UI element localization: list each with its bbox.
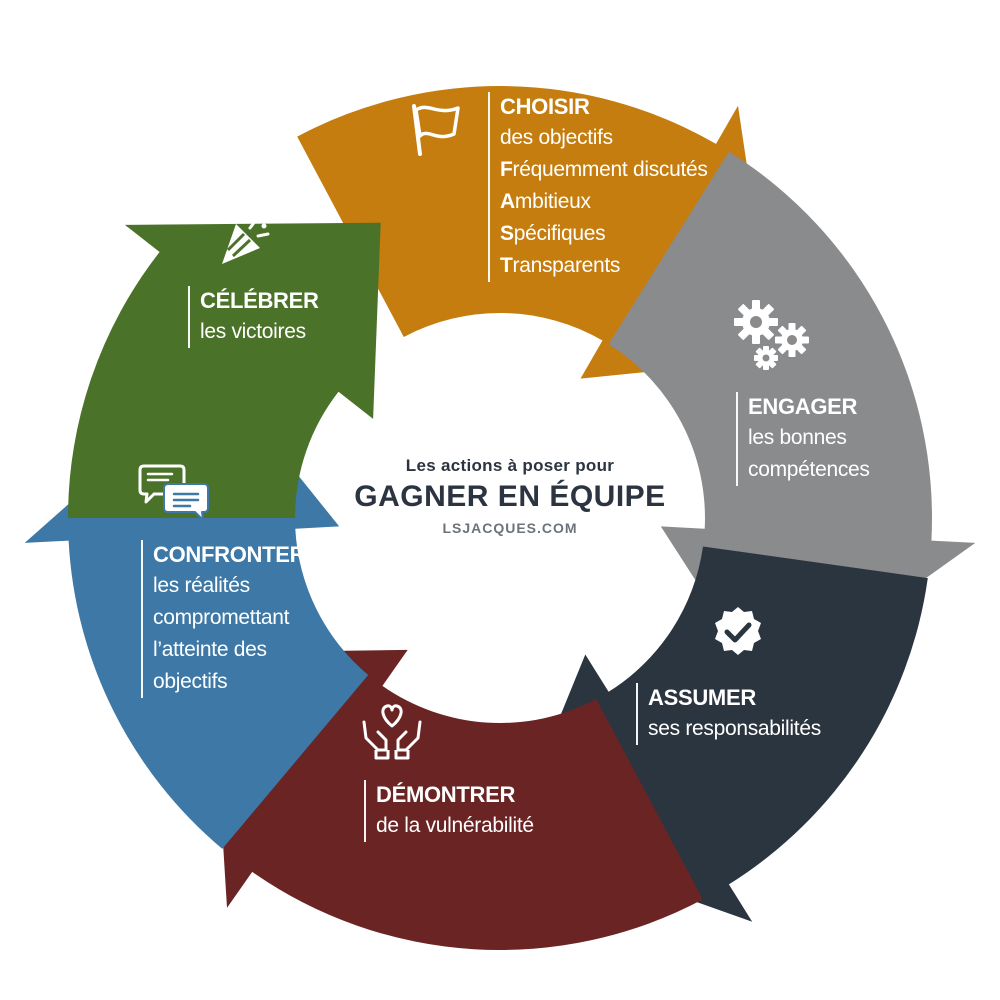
segment-title-engager: ENGAGER [748, 394, 858, 419]
segment-title-celebrer: CÉLÉBRER [200, 288, 319, 313]
segment-label-demontrer: DÉMONTRER de la vulnérabilité [364, 780, 534, 842]
segment-title-assumer: ASSUMER [648, 685, 756, 710]
segment-title-demontrer: DÉMONTRER [376, 782, 516, 807]
segment-line: ses responsabilités [648, 717, 821, 740]
acronym-letter: A [500, 190, 515, 213]
segment-line-text: mbitieux [514, 190, 591, 213]
segment-line-text: réquemment discutés [512, 158, 708, 181]
arrow-segment-celebrer [68, 222, 381, 518]
center-title-block: Les actions à poser pour GAGNER EN ÉQUIP… [340, 455, 680, 539]
segment-label-assumer: ASSUMER ses responsabilités [636, 683, 821, 745]
segment-label-choisir: CHOISIR des objectifs Fréquemment discut… [488, 92, 708, 282]
flag-icon [412, 104, 460, 156]
segment-title-confronter: CONFRONTER [153, 542, 306, 567]
segment-line-text: des objectifs [500, 126, 613, 149]
segment-label-confronter: CONFRONTER les réalités compromettant l’… [141, 540, 306, 698]
badge-check-icon [715, 607, 761, 655]
acronym-letter: F [500, 158, 513, 181]
segment-line: Spécifiques [500, 218, 708, 250]
chat-bubbles-icon [138, 464, 209, 521]
segment-line: de la vulnérabilité [376, 814, 534, 837]
segment-title-choisir: CHOISIR [500, 94, 590, 119]
gears-icon [734, 300, 809, 370]
segment-line: compétences [748, 458, 870, 481]
segment-label-celebrer: CÉLÉBRER les victoires [188, 286, 319, 348]
segment-line: Transparents [500, 250, 708, 282]
segment-line: les victoires [200, 320, 306, 343]
segment-line: objectifs [153, 670, 228, 693]
segment-line: l’atteinte des [153, 638, 267, 661]
center-website: LSJACQUES.COM [442, 520, 578, 536]
segment-line: Ambitieux [500, 186, 708, 218]
acronym-letter: T [500, 254, 513, 277]
acronym-letter: S [500, 222, 514, 245]
segment-line: les bonnes [748, 426, 847, 449]
hands-heart-icon [362, 704, 422, 760]
segment-label-engager: ENGAGER les bonnes compétences [736, 392, 870, 486]
segment-line: des objectifs [500, 122, 708, 154]
party-popper-icon [222, 208, 274, 264]
segment-line: les réalités [153, 574, 250, 597]
arrow-segment-demontrer [211, 649, 703, 950]
arrow-segment-engager [608, 151, 976, 692]
segment-line-text: ransparents [512, 254, 621, 277]
segment-line: Fréquemment discutés [500, 154, 708, 186]
segment-line-text: pécifiques [513, 222, 606, 245]
center-title: GAGNER EN ÉQUIPE [354, 480, 666, 513]
segment-line: compromettant [153, 606, 290, 629]
center-pretitle: Les actions à poser pour [405, 456, 615, 475]
